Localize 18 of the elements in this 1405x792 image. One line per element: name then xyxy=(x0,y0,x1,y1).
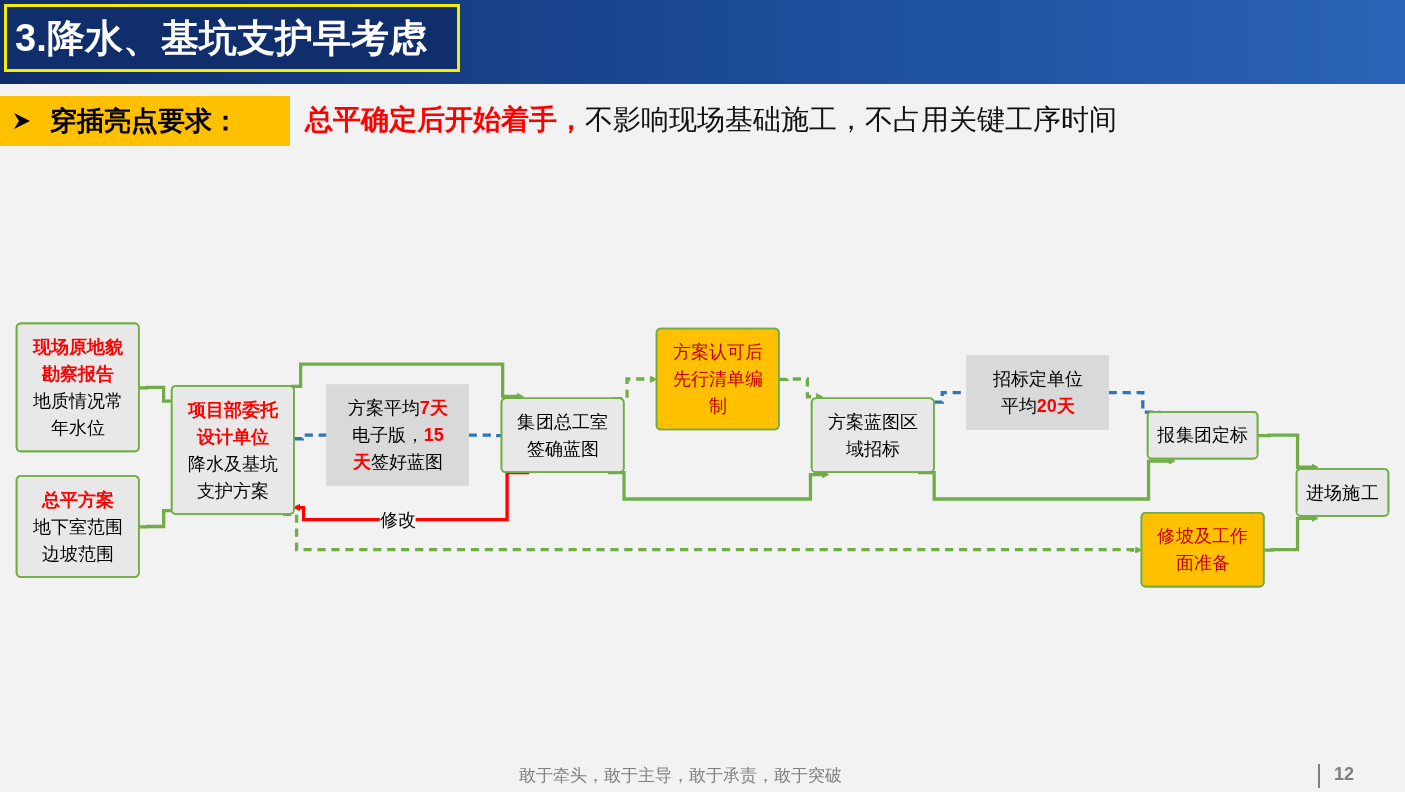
connector xyxy=(468,433,502,438)
page-number: 12 xyxy=(1334,764,1355,785)
edge-label: 修改 xyxy=(379,509,416,530)
arrow xyxy=(779,377,824,401)
footer-slogan: 敢于牵头，敢于主导，敢于承责，敢于突破 xyxy=(518,765,842,787)
slide-title: 3.降水、基坑支护早考虑 xyxy=(4,4,460,72)
tag-text: 穿插亮点要求： xyxy=(50,105,239,138)
connector xyxy=(139,509,173,529)
node-box: 方案平均7天电子版，15天签好蓝图 xyxy=(326,384,470,487)
arrow xyxy=(1264,514,1319,552)
requirement-sentence: 总平确定后开始着手，不影响现场基础施工，不占用关键工序时间 xyxy=(305,103,1117,137)
node-box: 招标定单位平均20天 xyxy=(966,355,1110,430)
arrow xyxy=(291,362,524,401)
connector xyxy=(294,433,327,441)
arrow xyxy=(1258,433,1319,471)
arrow xyxy=(293,470,530,522)
arrow xyxy=(607,470,830,501)
arrow xyxy=(918,457,1176,501)
